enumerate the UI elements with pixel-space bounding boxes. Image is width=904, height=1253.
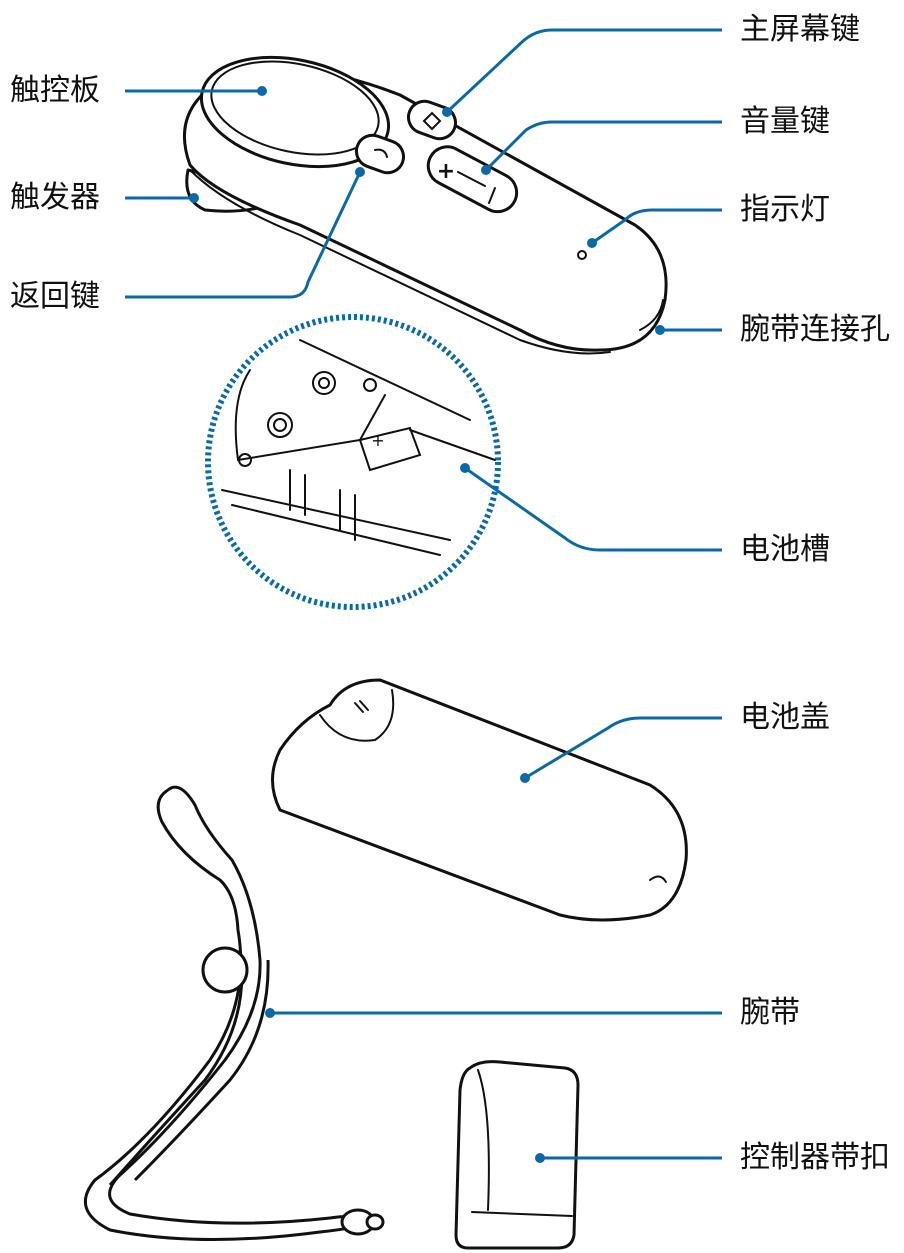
label-trigger: 触发器 <box>10 180 100 215</box>
label-strap-hole: 腕带连接孔 <box>740 312 890 347</box>
label-volume-key: 音量键 <box>740 104 830 139</box>
volume-plus-glyph: + <box>437 159 455 184</box>
leader-lines <box>125 28 722 1163</box>
label-back-key: 返回键 <box>10 279 100 314</box>
back-button <box>354 133 406 175</box>
wrist-strap <box>84 785 385 1242</box>
controller: + <box>182 55 668 355</box>
label-battery-slot: 电池槽 <box>740 532 830 567</box>
battery-slot-detail: + <box>205 314 501 610</box>
label-battery-cover: 电池盖 <box>740 700 830 735</box>
label-home-key: 主屏幕键 <box>740 12 860 47</box>
battery-plus-glyph: + <box>371 431 384 450</box>
strap-holder <box>454 1060 580 1250</box>
label-strap-holder: 控制器带扣 <box>740 1140 890 1175</box>
indicator-led <box>577 250 587 260</box>
label-strap: 腕带 <box>740 995 800 1030</box>
label-indicator-light: 指示灯 <box>740 192 830 227</box>
battery-cover <box>271 678 688 922</box>
label-touchpad: 触控板 <box>10 73 100 108</box>
